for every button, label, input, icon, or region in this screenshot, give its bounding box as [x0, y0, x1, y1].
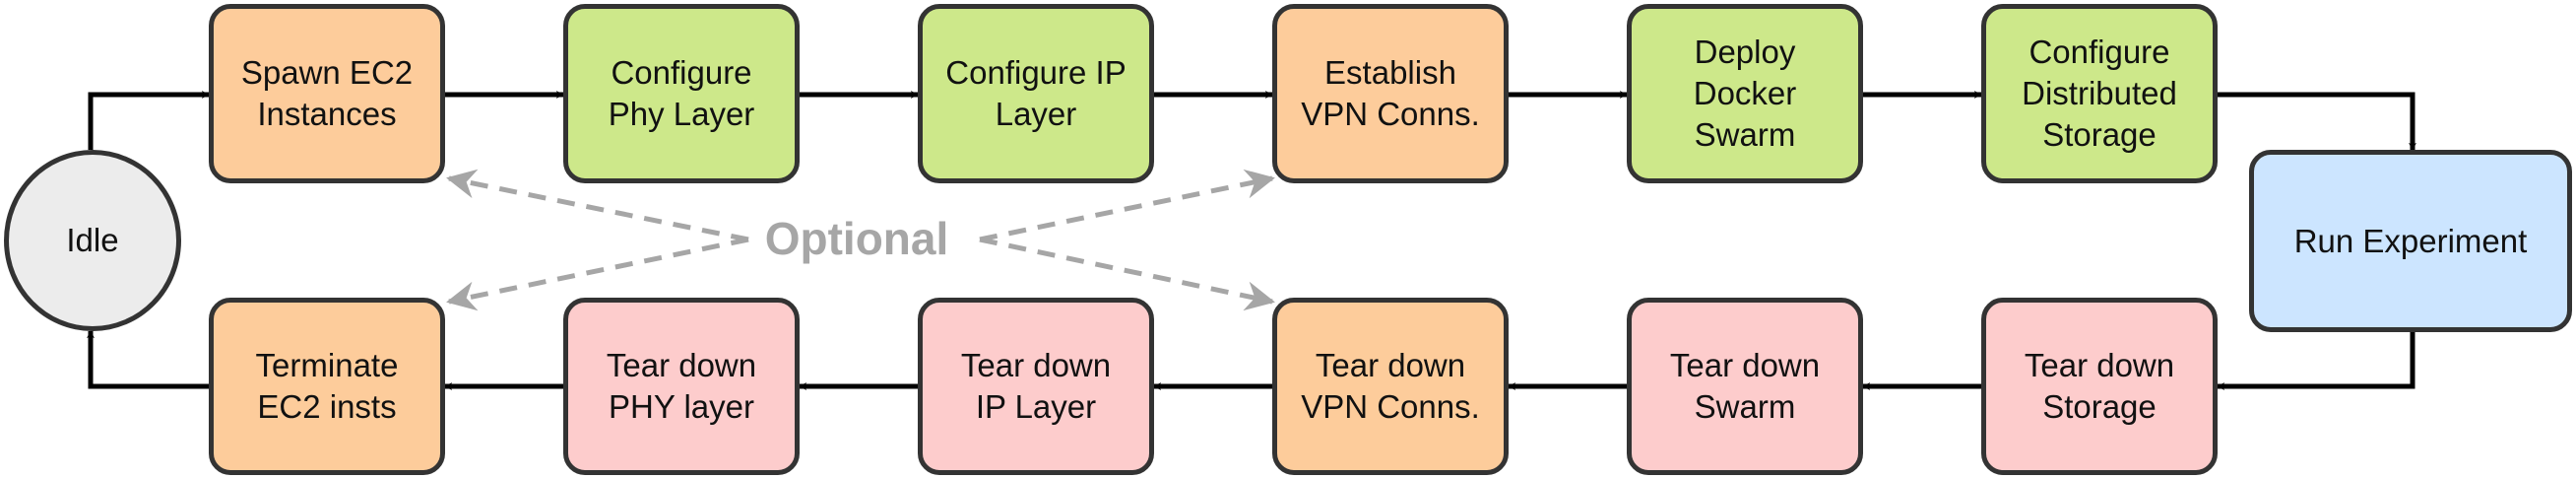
node-run-experiment: Run Experiment	[2249, 150, 2572, 332]
edge-idle-to-spawn	[88, 91, 210, 150]
optional-arrow-to-teardown-vpn	[979, 237, 1275, 311]
node-teardown-phy: Tear down PHY layer	[563, 298, 800, 475]
optional-arrow-to-spawn	[446, 169, 749, 242]
node-teardown-vpn: Tear down VPN Conns.	[1272, 298, 1509, 475]
edge-terminate-to-idle	[87, 330, 209, 389]
node-terminate-ec2: Terminate EC2 insts	[209, 298, 445, 475]
node-configure-ip: Configure IP Layer	[918, 4, 1154, 183]
optional-edges	[446, 169, 1275, 311]
node-idle: Idle	[4, 150, 181, 331]
edge-storage-to-run	[2218, 92, 2416, 151]
node-spawn-ec2: Spawn EC2 Instances	[209, 4, 445, 183]
optional-arrow-to-terminate	[446, 237, 749, 311]
edge-run-to-teardown-storage	[2217, 332, 2415, 390]
node-configure-phy: Configure Phy Layer	[563, 4, 800, 183]
node-establish-vpn: Establish VPN Conns.	[1272, 4, 1509, 183]
forward-edges	[88, 91, 2416, 151]
teardown-edges	[87, 330, 2415, 390]
node-teardown-storage: Tear down Storage	[1981, 298, 2218, 475]
optional-arrow-to-establish-vpn	[979, 169, 1275, 242]
node-deploy-swarm: Deploy Docker Swarm	[1627, 4, 1863, 183]
node-teardown-swarm: Tear down Swarm	[1627, 298, 1863, 475]
node-teardown-ip: Tear down IP Layer	[918, 298, 1154, 475]
node-configure-storage: Configure Distributed Storage	[1981, 4, 2218, 183]
optional-label: Optional	[764, 213, 949, 264]
